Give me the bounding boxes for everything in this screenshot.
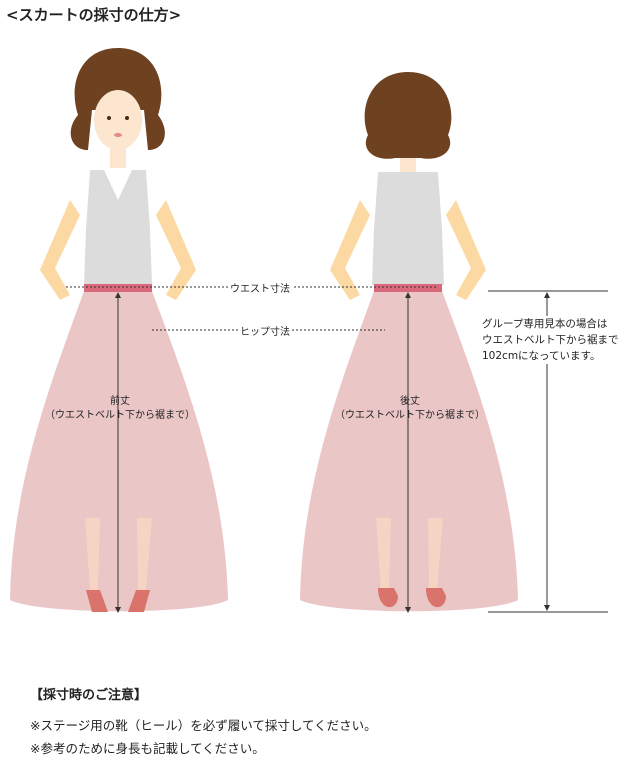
waist-label: ウエスト寸法 bbox=[228, 280, 292, 295]
sample-note: グループ専用見本の場合は ウエストベルト下から裾まで 102cmになっています。 bbox=[482, 316, 619, 364]
front-figure bbox=[10, 48, 228, 612]
caution-item: ※参考のために身長も記載してください。 bbox=[30, 741, 265, 756]
back-figure bbox=[300, 72, 518, 612]
caution-heading: 【採寸時のご注意】 bbox=[30, 688, 148, 703]
note-line: 102cmになっています。 bbox=[482, 350, 601, 362]
back-skirt bbox=[300, 291, 518, 612]
back-hair bbox=[364, 72, 452, 159]
front-length-label: 前丈 （ウエストベルト下から裾まで） bbox=[30, 395, 210, 423]
back-length-sub: （ウエストベルト下から裾まで） bbox=[335, 410, 485, 421]
front-skirt bbox=[10, 291, 228, 612]
note-line: グループ専用見本の場合は bbox=[482, 318, 608, 330]
front-length-title: 前丈 bbox=[110, 396, 130, 407]
front-length-sub: （ウエストベルト下から裾まで） bbox=[45, 410, 195, 421]
hip-label: ヒップ寸法 bbox=[238, 323, 292, 338]
back-length-title: 後丈 bbox=[400, 396, 420, 407]
caution-item: ※ステージ用の靴（ヒール）を必ず履いて採寸してください。 bbox=[30, 718, 377, 733]
note-line: ウエストベルト下から裾まで bbox=[482, 334, 619, 346]
page-title: <スカートの採寸の仕方> bbox=[6, 6, 182, 24]
back-length-label: 後丈 （ウエストベルト下から裾まで） bbox=[320, 395, 500, 423]
